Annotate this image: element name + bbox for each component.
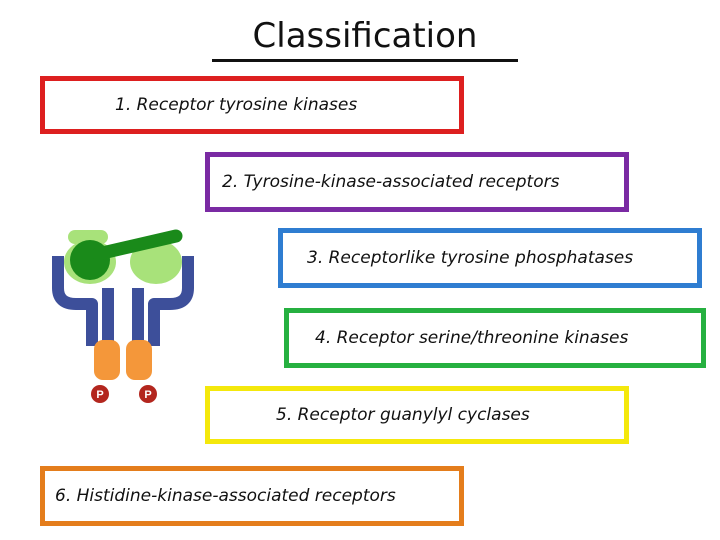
- ligand-handle: [91, 229, 183, 261]
- receptor-dimer-icon: P P: [52, 229, 194, 403]
- classification-item-label: 2. Tyrosine-kinase-associated receptors: [222, 172, 560, 192]
- phosphate-label: P: [96, 389, 103, 401]
- classification-item-6: 6. Histidine-kinase-associated receptors: [40, 466, 464, 526]
- receptor-arm-left: [52, 256, 98, 346]
- classification-item-2: 2. Tyrosine-kinase-associated receptors: [205, 152, 629, 212]
- ligand-lobe-right: [130, 240, 182, 284]
- classification-item-1: 1. Receptor tyrosine kinases: [40, 76, 464, 134]
- classification-item-label: 4. Receptor serine/threonine kinases: [315, 328, 629, 348]
- phosphate-label: P: [144, 389, 151, 401]
- phosphate-left: [91, 385, 109, 403]
- ligand-top-left: [68, 230, 108, 244]
- page-title: Classification: [212, 14, 518, 62]
- classification-item-label: 6. Histidine-kinase-associated receptors: [55, 486, 396, 506]
- receptor-arm-right: [148, 256, 194, 346]
- classification-item-label: 1. Receptor tyrosine kinases: [115, 95, 358, 115]
- classification-item-label: 5. Receptor guanylyl cyclases: [276, 405, 530, 425]
- classification-item-5: 5. Receptor guanylyl cyclases: [205, 386, 629, 444]
- classification-item-label: 3. Receptorlike tyrosine phosphatases: [307, 248, 634, 268]
- classification-item-3: 3. Receptorlike tyrosine phosphatases: [278, 228, 702, 288]
- kinase-domain-left: [94, 340, 120, 380]
- classification-item-4: 4. Receptor serine/threonine kinases: [284, 308, 706, 368]
- kinase-domain-right: [126, 340, 152, 380]
- phosphate-right: [139, 385, 157, 403]
